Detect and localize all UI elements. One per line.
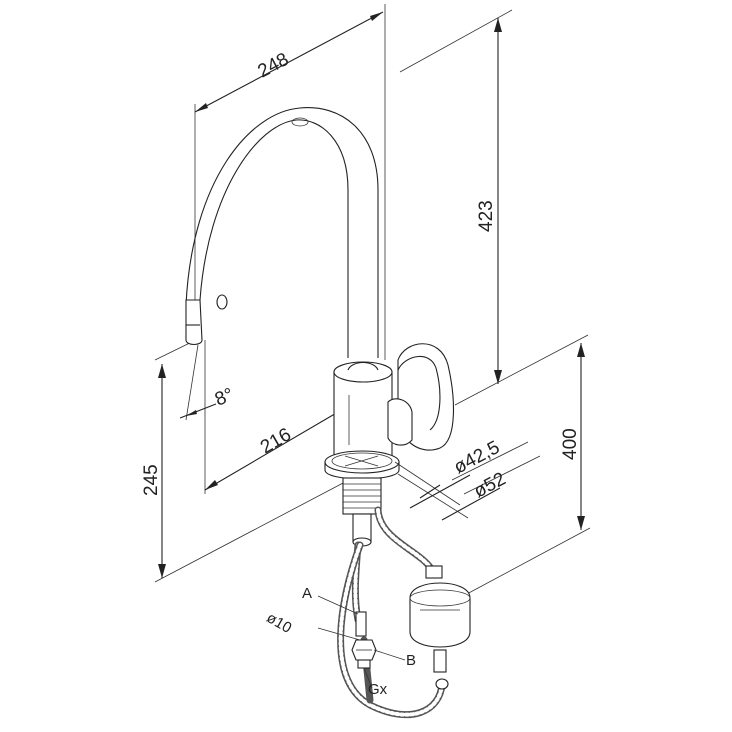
dim-216-label: 216: [257, 424, 295, 458]
dim-400-label: 400: [560, 428, 581, 460]
faucet-body: [333, 361, 393, 466]
base-plate: [324, 450, 400, 480]
hose-weight: [409, 565, 471, 690]
dim-245-label: 245: [141, 464, 162, 496]
dim-angle-label: 8°: [212, 384, 237, 410]
dimension-angle-8: 8°: [179, 344, 237, 421]
dimension-height-245: 245: [141, 337, 346, 583]
dim-d52-label: ø52: [470, 468, 509, 502]
pull-out-hose: [337, 506, 446, 719]
label-thread: Gx: [368, 681, 388, 698]
threaded-shank: [342, 477, 382, 547]
dimension-height-400: 400: [454, 334, 591, 596]
label-b: B: [406, 652, 416, 669]
label-hose-diameter: ø10: [264, 609, 295, 637]
lever-handle: [387, 343, 454, 451]
dim-423-label: 423: [476, 200, 497, 232]
dimension-height-423: 423: [399, 9, 513, 384]
connection-nut: [351, 636, 377, 704]
dimension-diameters: ø42,5 ø52: [394, 437, 541, 521]
label-a: A: [302, 585, 312, 602]
faucet-spout: [185, 107, 379, 358]
